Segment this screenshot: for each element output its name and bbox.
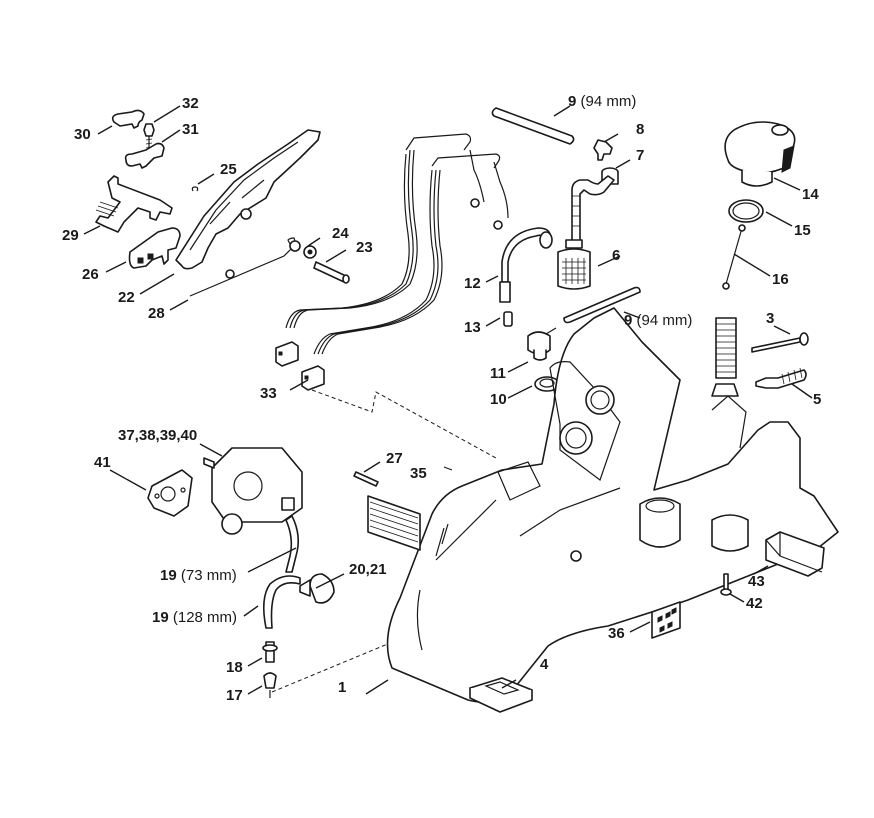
- callout-24: 24: [332, 225, 349, 242]
- leader-lines: [83, 105, 813, 695]
- part-15-o-ring: [728, 199, 764, 223]
- part-4-rubber-foot: [469, 677, 533, 713]
- callout-22: 22: [118, 289, 135, 306]
- callout-20-21: 20,21: [349, 561, 387, 578]
- callout-41: 41: [94, 454, 111, 471]
- callout-11: 11: [490, 365, 506, 382]
- callout-14: 14: [802, 186, 819, 203]
- part-37-carburetor: [203, 447, 303, 535]
- part-30-lever: [111, 109, 145, 129]
- part-11-vent-valve: [527, 327, 557, 361]
- callout-32: 32: [182, 95, 199, 112]
- part-22-handle-molding: [175, 129, 321, 279]
- callout-3: 3: [766, 310, 775, 327]
- part-31-interlock-lever: [124, 142, 165, 169]
- callout-26: 26: [82, 266, 99, 283]
- part-43-cover: [765, 531, 825, 577]
- callout-12: 12: [464, 275, 481, 292]
- callout-27: 27: [386, 450, 403, 467]
- part-9-hose-top: [491, 107, 575, 145]
- part-25-clip: [191, 186, 199, 192]
- part-14-cap: [724, 121, 796, 187]
- part-13-fitting: [503, 311, 513, 327]
- part-1-handle-housing: [386, 307, 839, 704]
- callout-9-top: 9 (94 mm): [568, 93, 637, 110]
- part-6-fuel-filter: [557, 239, 591, 290]
- part-26-interlock: [128, 227, 181, 269]
- callout-19-73mm: 19 (73 mm): [160, 567, 237, 584]
- callout-28: 28: [148, 305, 165, 322]
- callout-1: 1: [338, 679, 347, 696]
- callout-8: 8: [636, 121, 645, 138]
- callout-35: 35: [410, 465, 427, 482]
- part-8-elbow: [593, 139, 613, 161]
- part-41-gasket: [147, 469, 193, 517]
- part-29-throttle-trigger: [95, 175, 173, 233]
- callout-7: 7: [636, 147, 645, 164]
- callout-13: 13: [464, 319, 481, 336]
- callout-36: 36: [608, 625, 625, 642]
- part-3-bolt: [751, 332, 809, 353]
- part-35-pin: [443, 466, 453, 471]
- part-12-hose-elbow: [499, 227, 553, 303]
- part-grille: [367, 495, 421, 551]
- callout-4: 4: [540, 656, 549, 673]
- callout-43: 43: [748, 573, 765, 590]
- part-19-hose-128mm: [262, 575, 301, 629]
- callout-15: 15: [794, 222, 811, 239]
- part-23-pin: [313, 261, 350, 284]
- part-27-pin: [353, 471, 379, 487]
- callout-37-38-39-40: 37,38,39,40: [118, 427, 198, 444]
- callout-31: 31: [182, 121, 199, 138]
- callout-25: 25: [220, 161, 237, 178]
- callout-29: 29: [62, 227, 79, 244]
- callout-19-128mm: 19 (128 mm): [152, 609, 238, 626]
- callout-23: 23: [356, 239, 373, 256]
- callout-18: 18: [226, 659, 243, 676]
- part-18-fitting: [262, 641, 278, 663]
- callout-5: 5: [813, 391, 822, 408]
- callout-33: 33: [260, 385, 277, 402]
- callout-9-bottom: 9 (94 mm): [624, 312, 693, 329]
- part-24-washer-ring: [289, 240, 317, 259]
- callout-30: 30: [74, 126, 91, 143]
- part-20-primer-bulb: [299, 573, 335, 604]
- callout-42: 42: [746, 595, 763, 612]
- part-32-screw: [143, 123, 155, 150]
- part-17-grommet: [263, 672, 277, 698]
- callout-17: 17: [226, 687, 243, 704]
- part-33-wiring-harness: [275, 133, 509, 391]
- part-5-buffer: [755, 367, 807, 389]
- part-19-hose-73mm: [285, 515, 300, 573]
- part-spring: [711, 317, 739, 397]
- part-fuel-pickup-hose: [571, 175, 615, 243]
- part-9-hose-bottom: [563, 286, 641, 324]
- callout-10: 10: [490, 391, 507, 408]
- callout-6: 6: [612, 247, 621, 264]
- part-16-vent-tube: [722, 224, 746, 290]
- callout-16: 16: [772, 271, 789, 288]
- part-42-screw: [720, 573, 732, 596]
- part-36-label: [651, 601, 681, 639]
